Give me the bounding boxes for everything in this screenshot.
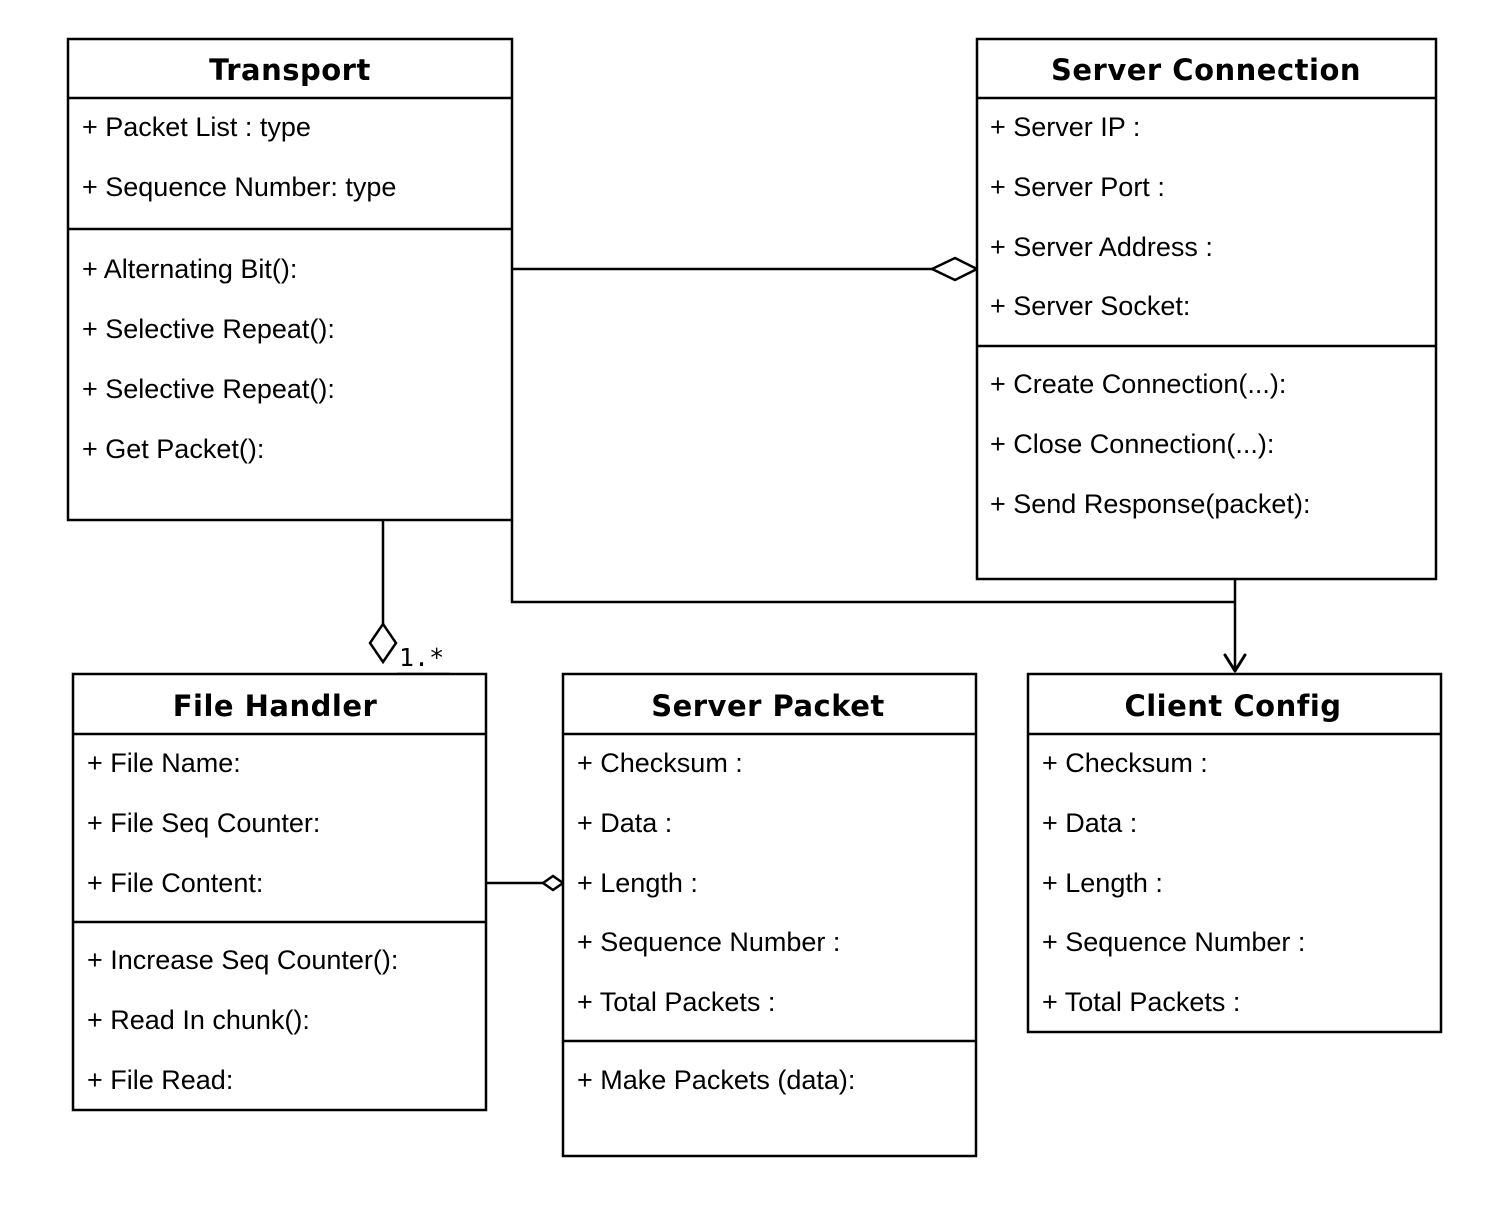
attribute: + Server Port : — [990, 172, 1165, 202]
method: + Selective Repeat(): — [82, 314, 335, 344]
method: + Read In chunk(): — [87, 1005, 310, 1035]
attribute: + Sequence Number : — [1042, 927, 1305, 957]
aggregation-diamond-server-connection — [929, 256, 980, 282]
attribute: + Sequence Number: type — [82, 172, 396, 202]
method: + File Read: — [87, 1065, 233, 1095]
method: + Get Packet(): — [82, 434, 264, 464]
attribute: + Total Packets : — [577, 987, 775, 1017]
attribute: + Checksum : — [1042, 748, 1208, 778]
method: + Create Connection(...): — [990, 369, 1286, 399]
edge-transport-client-config — [510, 520, 1235, 604]
aggregation-diamond-server-packet — [540, 874, 566, 892]
class-box — [66, 37, 514, 522]
class-title: Server Packet — [651, 689, 885, 723]
arrowhead-client-config — [1223, 653, 1247, 673]
attribute: + File Seq Counter: — [87, 808, 320, 838]
class-box — [1026, 672, 1443, 1034]
class-server-packet: Server Packet + Checksum : + Data : + Le… — [561, 672, 978, 1158]
attribute: + Server Socket: — [990, 291, 1190, 321]
attribute: + File Content: — [87, 868, 263, 898]
attribute: + Server IP : — [990, 112, 1140, 142]
method: + Alternating Bit(): — [82, 254, 297, 284]
method: + Selective Repeat(): — [82, 374, 335, 404]
class-box — [561, 672, 978, 1158]
class-title: Server Connection — [1051, 53, 1361, 87]
class-client-config: Client Config + Checksum : + Data : + Le… — [1026, 672, 1443, 1034]
method: + Make Packets (data): — [577, 1065, 855, 1095]
class-title: File Handler — [173, 689, 378, 723]
attribute: + Data : — [577, 808, 672, 838]
attribute: + Checksum : — [577, 748, 743, 778]
attribute: + Data : — [1042, 808, 1137, 838]
attribute: + Total Packets : — [1042, 987, 1240, 1017]
method: + Increase Seq Counter(): — [87, 945, 398, 975]
class-transport: Transport + Packet List : type + Sequenc… — [66, 37, 514, 522]
class-title: Transport — [209, 53, 371, 87]
attribute: + Server Address : — [990, 232, 1213, 262]
class-box — [975, 37, 1438, 581]
aggregation-diamond-file-handler — [368, 621, 398, 665]
attribute: + Length : — [577, 868, 698, 898]
attribute: + Packet List : type — [82, 112, 311, 142]
attribute: + File Name: — [87, 748, 241, 778]
class-title: Client Config — [1124, 689, 1341, 723]
multiplicity-label: 1.* — [399, 643, 444, 672]
class-file-handler: File Handler + File Name: + File Seq Cou… — [71, 672, 488, 1112]
attribute: + Length : — [1042, 868, 1163, 898]
class-server-connection: Server Connection + Server IP : + Server… — [975, 37, 1438, 581]
method: + Close Connection(...): — [990, 429, 1274, 459]
class-box — [71, 672, 488, 1112]
method: + Send Response(packet): — [990, 489, 1310, 519]
attribute: + Sequence Number : — [577, 927, 840, 957]
